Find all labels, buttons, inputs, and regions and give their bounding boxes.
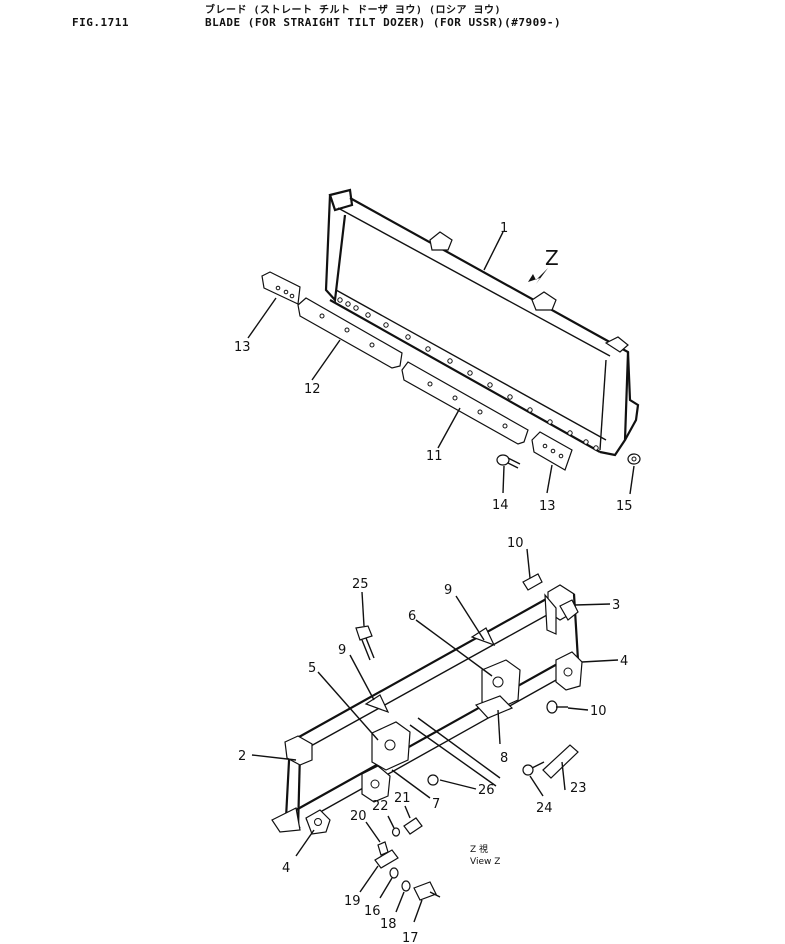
callout-10-right: 10 bbox=[590, 704, 607, 719]
callout-13-right: 13 bbox=[539, 499, 556, 514]
figure-number: FIG.1711 bbox=[72, 16, 129, 29]
callout-11: 11 bbox=[426, 449, 443, 464]
callout-6: 6 bbox=[408, 609, 416, 624]
callout-9-right: 9 bbox=[444, 583, 452, 598]
callout-20: 20 bbox=[350, 809, 367, 824]
cutting-edge-right bbox=[401, 361, 529, 445]
callout-25: 25 bbox=[352, 577, 369, 592]
callout-1: 1 bbox=[500, 221, 508, 236]
callout-17: 17 bbox=[402, 931, 419, 944]
callout-8: 8 bbox=[500, 751, 508, 766]
bolt-14 bbox=[496, 454, 521, 469]
callout-4-right: 4 bbox=[620, 654, 628, 669]
top-callouts: 1 13 12 11 14 13 15 bbox=[234, 221, 635, 514]
callout-15: 15 bbox=[616, 499, 633, 514]
view-marker-label: Z bbox=[545, 246, 559, 270]
callout-19: 19 bbox=[344, 894, 361, 909]
nut-15 bbox=[627, 453, 641, 465]
cutting-edge-left bbox=[297, 297, 403, 369]
callout-10-top: 10 bbox=[507, 536, 524, 551]
view-caption-jp: Z 視 bbox=[470, 843, 488, 855]
view-z-arrow: Z bbox=[528, 246, 559, 284]
callout-2: 2 bbox=[238, 749, 246, 764]
callout-4-left: 4 bbox=[282, 861, 290, 876]
callout-12: 12 bbox=[304, 382, 321, 397]
blade-front-view bbox=[324, 188, 640, 457]
callout-13-left: 13 bbox=[234, 340, 251, 355]
callout-21: 21 bbox=[394, 791, 411, 806]
blade-rear-view bbox=[271, 584, 583, 835]
callout-14: 14 bbox=[492, 498, 509, 513]
callout-5: 5 bbox=[308, 661, 316, 676]
bottom-callouts: 10 3 4 10 9 6 25 9 5 2 8 7 26 23 24 21 2 bbox=[238, 536, 628, 944]
callout-3: 3 bbox=[612, 598, 620, 613]
callout-22: 22 bbox=[372, 799, 389, 814]
callout-9-left: 9 bbox=[338, 643, 346, 658]
callout-18: 18 bbox=[380, 917, 397, 932]
end-bit-left bbox=[261, 271, 301, 305]
callout-24: 24 bbox=[536, 801, 553, 816]
callout-7: 7 bbox=[432, 797, 440, 812]
callout-23: 23 bbox=[570, 781, 587, 796]
callout-16: 16 bbox=[364, 904, 381, 919]
callout-26: 26 bbox=[478, 783, 495, 798]
view-caption-en: View Z bbox=[470, 857, 500, 867]
title-japanese: ブレード (ストレート チルト ドーザ ヨウ) (ロシア ヨウ) bbox=[205, 5, 502, 16]
figure-title: BLADE (FOR STRAIGHT TILT DOZER) (FOR USS… bbox=[205, 16, 562, 29]
bottom-small-parts bbox=[355, 573, 579, 901]
end-bit-right bbox=[531, 431, 573, 471]
